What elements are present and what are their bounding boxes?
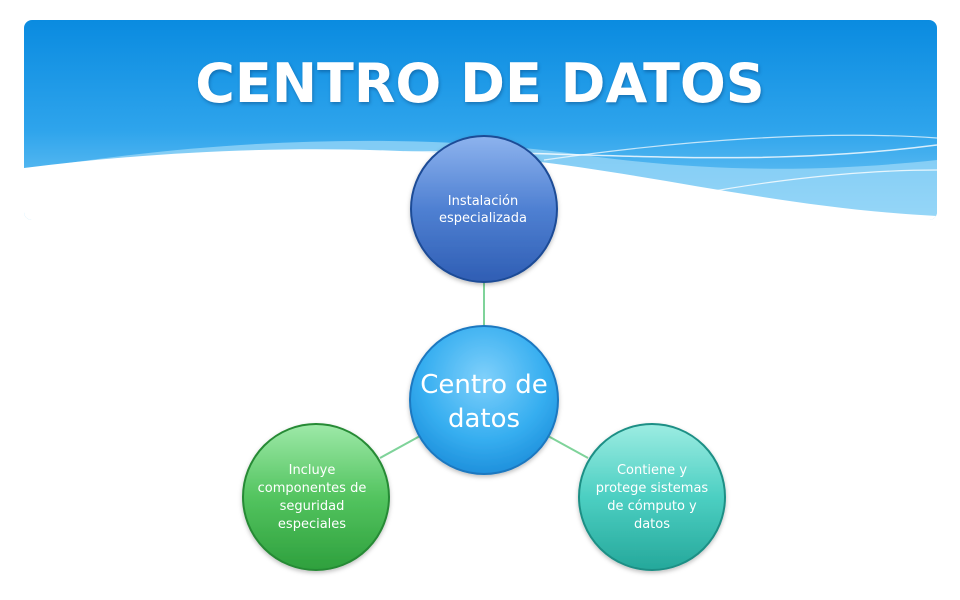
connector-right (547, 435, 589, 459)
node-top-label: Instalación especializada (439, 194, 527, 226)
slide-title: CENTRO DE DATOS (195, 52, 765, 115)
node-center-circle (409, 325, 559, 475)
node-left-circle (242, 423, 390, 571)
node-center-label: Centro de datos (420, 370, 548, 434)
node-right-label: Contiene y protege sistemas de cómputo y… (595, 463, 709, 532)
node-left-label: Incluye componentes de seguridad especia… (257, 463, 367, 532)
node-top-circle (410, 135, 558, 283)
banner-streak-2 (543, 134, 937, 161)
node-right-circle (578, 423, 726, 571)
connector-left (379, 435, 421, 459)
